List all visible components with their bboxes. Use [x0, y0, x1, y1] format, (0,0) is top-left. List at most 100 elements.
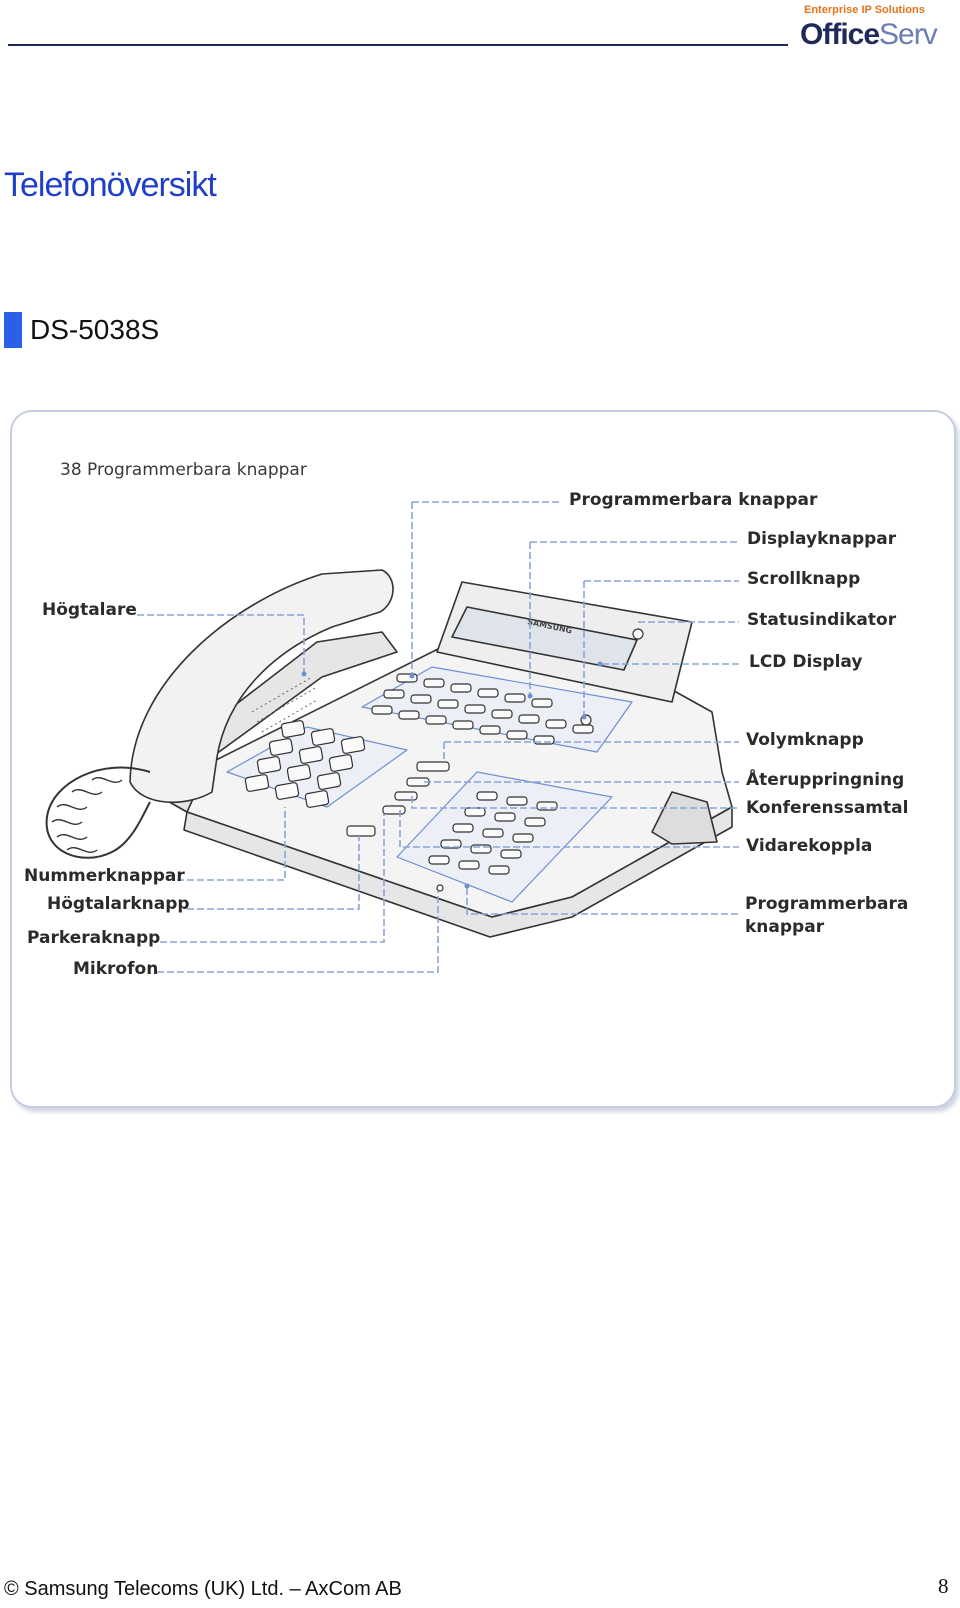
label-hogtalare: Högtalare	[42, 600, 137, 620]
lower-prog-key	[524, 817, 546, 827]
upper-prog-key	[437, 699, 459, 709]
label-konferenssamtal: Konferenssamtal	[746, 798, 909, 818]
function-key	[382, 805, 406, 815]
keypad-key	[328, 754, 354, 772]
lower-prog-key	[482, 828, 504, 838]
function-key	[394, 791, 418, 801]
upper-prog-key	[491, 709, 513, 719]
keypad-key	[310, 728, 336, 746]
page-title: Telefonöversikt	[4, 166, 217, 204]
logo-office: Office	[800, 18, 880, 51]
lower-prog-key	[452, 823, 474, 833]
microphone-hole	[436, 884, 444, 892]
keypad-key	[298, 746, 324, 764]
upper-prog-key	[410, 694, 432, 704]
keypad-key	[268, 738, 294, 756]
lower-prog-key	[506, 796, 528, 806]
upper-prog-key	[506, 730, 528, 740]
lower-prog-key	[494, 812, 516, 822]
upper-prog-key	[383, 689, 405, 699]
cord-coils	[51, 777, 123, 853]
label-parkeraknapp: Parkeraknapp	[27, 928, 161, 948]
handset	[129, 569, 394, 804]
lower-prog-key	[488, 865, 510, 875]
label-hogtalarknapp: Högtalarknapp	[47, 894, 190, 914]
footer-copyright: © Samsung Telecoms (UK) Ltd. – AxCom AB	[4, 1578, 402, 1600]
model-name: DS-5038S	[30, 314, 160, 345]
upper-prog-key	[479, 725, 501, 735]
model-heading: DS-5038S	[4, 312, 159, 348]
label-mikrofon: Mikrofon	[73, 959, 159, 979]
upper-prog-key	[504, 693, 526, 703]
upper-prog-key	[518, 714, 540, 724]
speaker-grille	[251, 676, 318, 733]
lower-prog-key	[476, 791, 498, 801]
phone-diagram-figure: SAMSUNG 38 Programmer	[10, 410, 956, 1108]
keypad-key	[316, 772, 342, 790]
volume-key	[416, 761, 450, 772]
status-indicator-led	[632, 628, 644, 640]
keypad-key	[340, 736, 366, 754]
upper-prog-key	[477, 688, 499, 698]
lower-prog-key	[464, 807, 486, 817]
coiled-cord	[45, 766, 151, 859]
figure-caption: 38 Programmerbara knappar	[60, 460, 307, 480]
label-displayknappar: Displayknappar	[747, 529, 897, 549]
lower-prog-key	[428, 855, 450, 865]
label-programmerbara-top: Programmerbara knappar	[569, 490, 818, 510]
upper-prog-key	[452, 720, 474, 730]
upper-prog-key	[371, 705, 393, 715]
header-rule	[8, 44, 788, 46]
callout-programmerbara-bottom	[466, 888, 739, 915]
upper-prog-key	[545, 719, 567, 729]
callout-dot	[409, 673, 415, 679]
callout-volymknapp	[443, 741, 739, 762]
label-scrollknapp: Scrollknapp	[747, 569, 861, 589]
keypad-key	[286, 764, 312, 782]
keypad-key	[244, 774, 270, 792]
upper-prog-key	[531, 698, 553, 708]
officeserv-logo: Enterprise IP Solutions OfficeServ	[800, 4, 955, 56]
keypad-key	[304, 790, 330, 808]
bullet-marker	[4, 312, 22, 348]
upper-prog-key	[572, 724, 594, 734]
callout-displayknappar	[529, 541, 739, 694]
upper-prog-key	[425, 715, 447, 725]
upper-prog-key	[450, 683, 472, 693]
label-programmerbara-bottom-2: knappar	[745, 917, 825, 937]
label-ateruppringning: Återuppringning	[746, 770, 905, 790]
upper-prog-key	[398, 710, 420, 720]
callout-dot	[301, 671, 307, 677]
callout-scrollknapp	[583, 580, 739, 715]
callout-mikrofon	[157, 891, 439, 973]
label-lcd-display: LCD Display	[749, 652, 863, 672]
callout-hogtalare	[137, 614, 305, 672]
label-nummerknappar: Nummerknappar	[24, 866, 185, 886]
phone-stand	[651, 791, 718, 845]
keypad-key	[256, 756, 282, 774]
lower-prog-key	[500, 849, 522, 859]
callout-dot	[527, 693, 533, 699]
logo-wordmark: OfficeServ	[800, 18, 938, 52]
label-vidarekoppla: Vidarekoppla	[746, 836, 873, 856]
callout-dot	[581, 714, 587, 720]
speaker-key	[346, 825, 376, 837]
phone-illustration: SAMSUNG	[45, 501, 739, 973]
callout-hogtalarknapp	[187, 836, 360, 910]
keypad-key	[280, 720, 306, 738]
lower-prog-key	[458, 860, 480, 870]
upper-prog-key	[464, 704, 486, 714]
callout-programmerbara-top	[411, 501, 560, 674]
callout-nummerknappar	[177, 807, 286, 881]
label-programmerbara-bottom-1: Programmerbara	[745, 894, 909, 914]
label-statusindikator: Statusindikator	[747, 610, 897, 630]
callout-vidarekoppla	[399, 810, 739, 848]
upper-prog-key	[423, 678, 445, 688]
keypad-key	[274, 782, 300, 800]
callout-dot	[464, 883, 470, 889]
lcd-screen	[451, 606, 638, 671]
logo-serv: Serv	[879, 18, 938, 51]
page-number: 8	[938, 1574, 949, 1598]
logo-tagline: Enterprise IP Solutions	[804, 4, 925, 16]
label-volymknapp: Volymknapp	[746, 730, 864, 750]
